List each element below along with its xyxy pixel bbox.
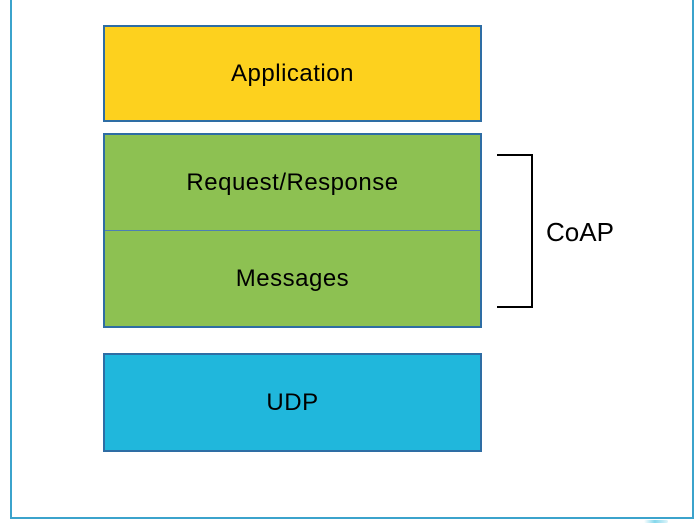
coap-bracket-label: CoAP [546,217,614,247]
coap-layers-box: Request/Response Messages [103,133,482,328]
frame-left-border [10,0,12,519]
coap-bracket [497,154,533,308]
frame-right-border [692,0,694,519]
frame-bottom-border [10,517,694,519]
request-response-label: Request/Response [186,168,399,196]
coap-sections-divider [105,230,480,231]
messages-label: Messages [235,264,350,292]
messages-layer: Messages [105,231,480,326]
udp-layer-label: UDP [266,388,319,416]
watermark-smudge [644,520,668,523]
request-response-layer: Request/Response [105,135,480,230]
application-layer-label: Application [231,59,354,87]
application-layer-box: Application [103,25,482,122]
udp-layer-box: UDP [103,353,482,452]
